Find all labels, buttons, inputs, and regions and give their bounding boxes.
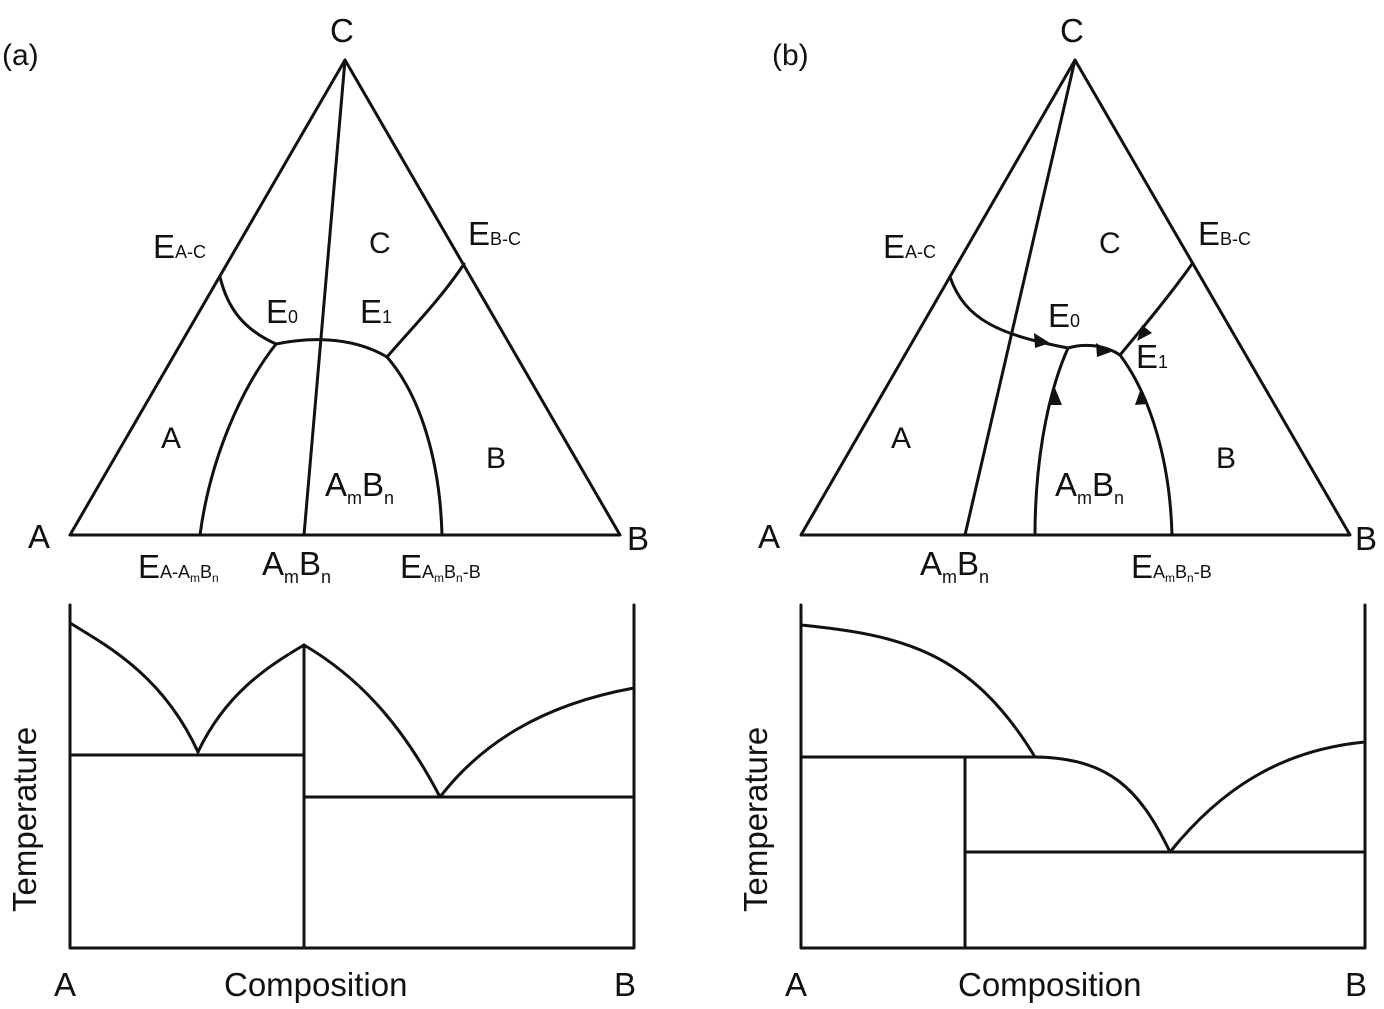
panel-b-field-c: C xyxy=(1099,227,1121,260)
panel-a-boundary-e1-base xyxy=(385,355,444,537)
panel-b-arrow-e0-e1 xyxy=(1096,343,1111,357)
panel-a-base-e-a-ambn: EA-AmBn xyxy=(138,548,219,585)
panel-b-field-a: A xyxy=(891,422,911,455)
panel-b-boundary-ebc-e1 xyxy=(1118,262,1194,357)
panel-a-y-axis-label: Temperature xyxy=(6,727,43,912)
panel-b-field-ambn: AmBn xyxy=(1055,466,1124,508)
panel-b-arrow-base-right xyxy=(1135,388,1148,405)
panel-b-boundary-e0-e1 xyxy=(1066,343,1122,357)
panel-a-liquidus-b xyxy=(438,686,636,799)
panel-b-vertex-a: A xyxy=(758,518,780,555)
panel-b-base-ambn: AmBn xyxy=(920,545,989,587)
panel-a-boundary-eac-e0 xyxy=(218,275,278,346)
panel-a-x-axis-label: Composition xyxy=(224,966,407,1003)
panel-a-join-line xyxy=(302,58,347,537)
panel-b: (b) C A B EA-C EB-C E0 E1 C A B AmBn AmB… xyxy=(737,12,1377,1003)
panel-b-liquidus-b xyxy=(1168,740,1367,854)
panel-a-field-ambn: AmBn xyxy=(325,466,394,508)
panel-a-binary-frame xyxy=(68,603,636,950)
panel-b-boundary-e0-base xyxy=(1033,346,1070,537)
panel-b-vertex-b: B xyxy=(1355,520,1377,557)
panel-a-label-eac: EA-C xyxy=(153,228,206,265)
panel-b-x-left: A xyxy=(785,966,807,1003)
panel-a-field-a: A xyxy=(161,422,181,455)
panel-a-liquidus-compound-right xyxy=(302,643,442,799)
panel-b-field-b: B xyxy=(1216,442,1236,475)
panel-a-boundary-e0-base xyxy=(198,342,278,537)
panel-b-arrow-eac xyxy=(1034,333,1050,348)
panel-b-label: (b) xyxy=(772,39,809,72)
panel-b-ternary-triangle xyxy=(799,58,1352,537)
panel-a-label: (a) xyxy=(2,39,39,72)
panel-a-label-e1: E1 xyxy=(360,293,392,330)
panel-a-x-right: B xyxy=(614,966,636,1003)
panel-b-label-e0: E0 xyxy=(1048,297,1080,334)
panel-b-y-axis-label: Temperature xyxy=(737,727,774,912)
panel-a-liquidus-compound-left xyxy=(196,643,306,754)
panel-a-field-b: B xyxy=(486,442,506,475)
panel-a-ternary-triangle xyxy=(68,58,622,537)
panel-b-label-e1: E1 xyxy=(1136,338,1168,375)
panel-a-label-e0: E0 xyxy=(266,293,298,330)
panel-b-base-e-ambn-b: EAmBn-B xyxy=(1131,548,1212,585)
panel-b-label-eac: EA-C xyxy=(883,228,936,265)
panel-a-vertex-a: A xyxy=(28,518,50,555)
panel-a-boundary-e0-e1 xyxy=(274,338,389,359)
panel-a-base-ambn: AmBn xyxy=(262,545,331,587)
panel-b-liquidus-compound xyxy=(1033,755,1172,854)
panel-a-liquidus-a xyxy=(68,621,200,754)
panel-b-join-line xyxy=(963,58,1077,537)
panel-a-boundary-ebc-e1 xyxy=(385,262,466,359)
panel-a: (a) C A B EA-C EB-C E0 E1 C A B AmBn AmB… xyxy=(2,12,649,1003)
panel-b-arrow-ebc xyxy=(1137,325,1152,341)
panel-b-label-ebc: EB-C xyxy=(1198,215,1251,252)
panel-b-x-axis-label: Composition xyxy=(958,966,1141,1003)
panel-b-vertex-c: C xyxy=(1060,12,1084,49)
panel-b-arrow-base-left xyxy=(1050,388,1062,405)
panel-a-x-left: A xyxy=(54,966,76,1003)
panel-a-label-ebc: EB-C xyxy=(468,215,521,252)
panel-a-vertex-c: C xyxy=(330,12,354,49)
panel-b-binary-frame xyxy=(799,603,1367,950)
panel-a-vertex-b: B xyxy=(627,520,649,557)
panel-b-x-right: B xyxy=(1345,966,1367,1003)
panel-b-boundary-e1-base xyxy=(1118,353,1174,537)
panel-a-field-c: C xyxy=(369,227,391,260)
panel-a-base-e-ambn-b: EAmBn-B xyxy=(400,548,481,585)
panel-b-liquidus-a xyxy=(799,623,1037,759)
